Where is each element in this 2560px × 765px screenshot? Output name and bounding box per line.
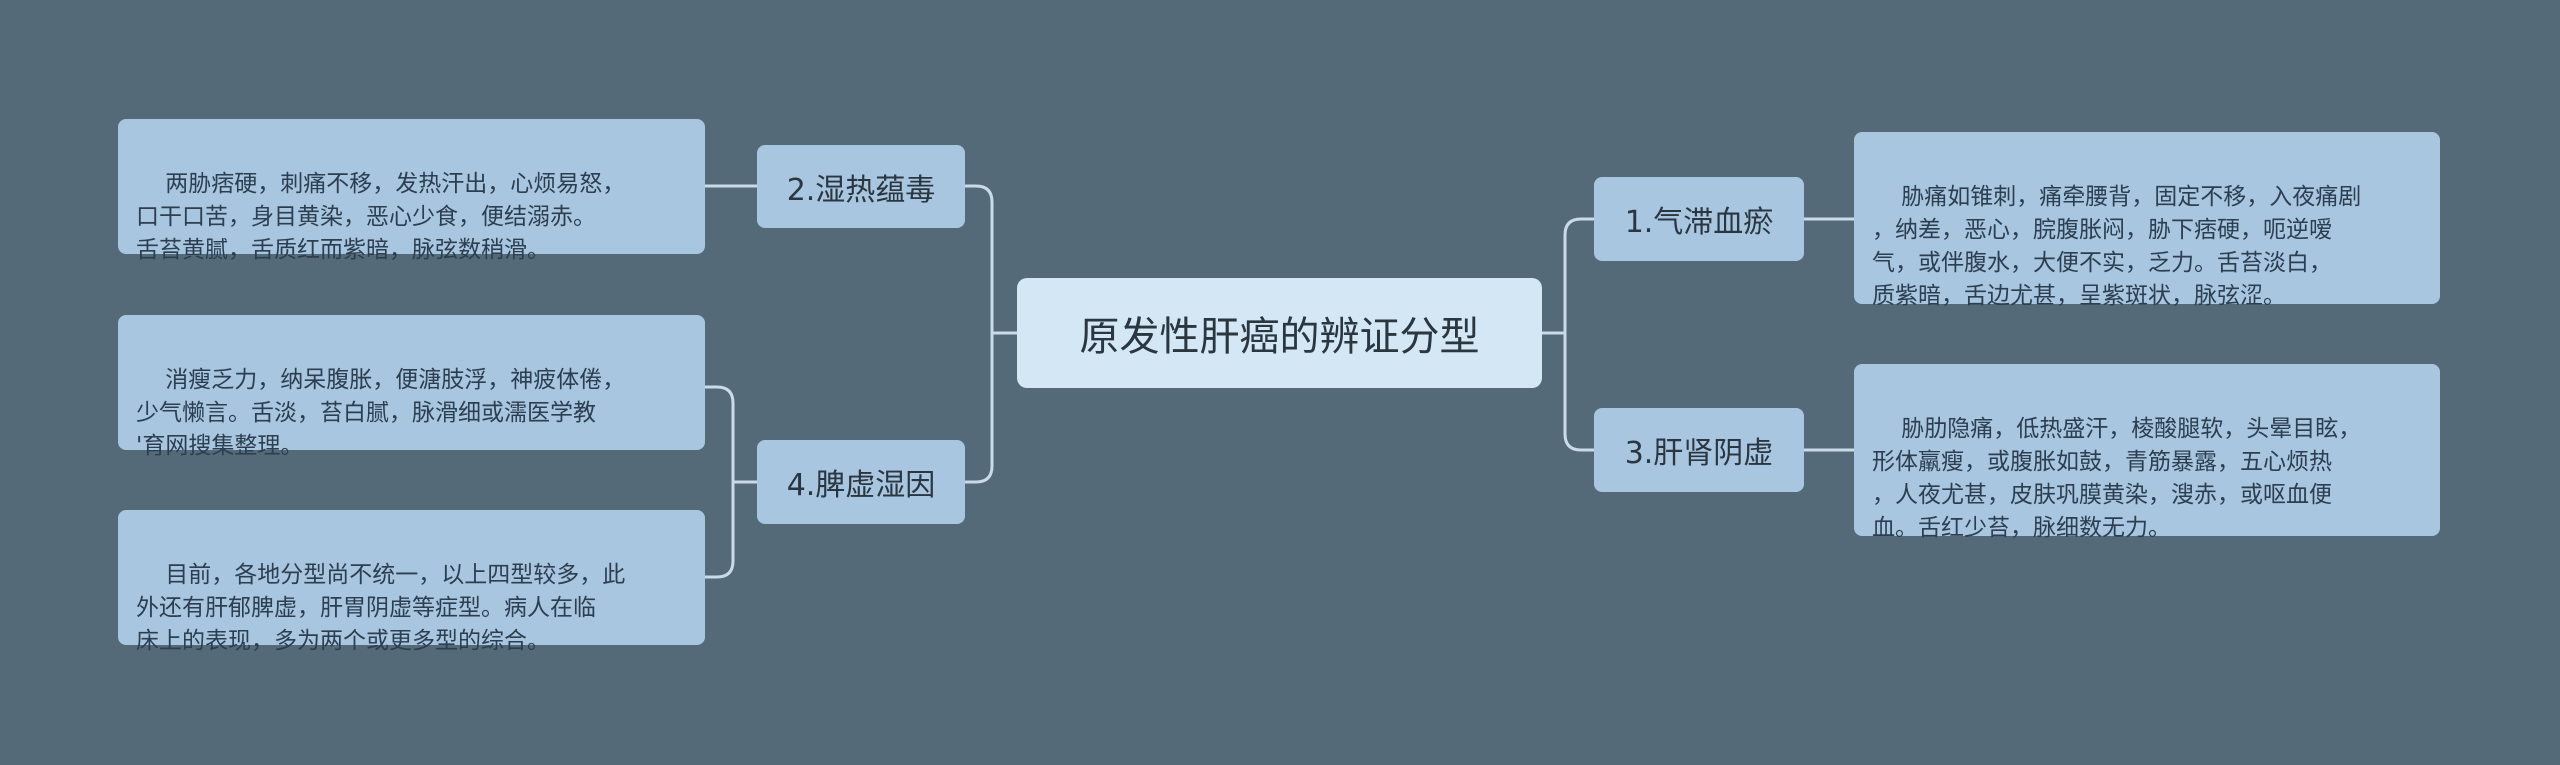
branch-pixu-shiyin[interactable]: 4.脾虚湿因 bbox=[757, 440, 965, 524]
link-b4-l4b bbox=[705, 482, 735, 579]
leaf-shire-yundu-detail[interactable]: 两胁痞硬，刺痛不移，发热汗出，心烦易怒， 口干口苦，身目黄染，恶心少食，便结溺赤… bbox=[118, 119, 705, 263]
branch-label: 1.气滞血瘀 bbox=[1624, 205, 1774, 240]
leaf-ganshen-yinxu-detail[interactable]: 胁肋隐痛，低热盛汗，棱酸腿软，头晕目眩， 形体羸瘦，或腹胀如鼓，青筋暴露，五心烦… bbox=[1854, 364, 2440, 541]
branch-label: 3.肝肾阴虚 bbox=[1624, 436, 1774, 471]
leaf-text: 两胁痞硬，刺痛不移，发热汗出，心烦易怒， 口干口苦，身目黄染，恶心少食，便结溺赤… bbox=[136, 171, 626, 263]
branch-label: 2.湿热蕴毒 bbox=[786, 172, 936, 208]
leaf-text: 胁痛如锥刺，痛牵腰背，固定不移，入夜痛剧 ，纳差，恶心，脘腹胀闷，胁下痞硬，呃逆… bbox=[1872, 184, 2362, 309]
link-root-b1 bbox=[1563, 217, 1594, 333]
leaf-text: 消瘦乏力，纳呆腹胀，便溏肢浮，神疲体倦， 少气懒言。舌淡，苔白腻，脉滑细或濡医学… bbox=[136, 367, 626, 459]
link-root-b2 bbox=[965, 184, 994, 333]
link-b4-l4a bbox=[705, 385, 735, 482]
branch-label: 4.脾虚湿因 bbox=[786, 468, 936, 503]
leaf-qizhi-xueyu-detail[interactable]: 胁痛如锥刺，痛牵腰背，固定不移，入夜痛剧 ，纳差，恶心，脘腹胀闷，胁下痞硬，呃逆… bbox=[1854, 132, 2440, 309]
branch-ganshen-yinxu[interactable]: 3.肝肾阴虚 bbox=[1594, 408, 1804, 492]
link-root-b4 bbox=[965, 333, 994, 484]
leaf-text: 目前，各地分型尚不统一，以上四型较多，此 外还有肝郁脾虚，肝胃阴虚等症型。病人在… bbox=[136, 562, 626, 654]
leaf-pixu-shiyin-detail[interactable]: 消瘦乏力，纳呆腹胀，便溏肢浮，神疲体倦， 少气懒言。舌淡，苔白腻，脉滑细或濡医学… bbox=[118, 315, 705, 459]
root-topic[interactable]: 原发性肝癌的辨证分型 bbox=[1017, 278, 1542, 388]
leaf-general-note[interactable]: 目前，各地分型尚不统一，以上四型较多，此 外还有肝郁脾虚，肝胃阴虚等症型。病人在… bbox=[118, 510, 705, 654]
link-root-b3 bbox=[1563, 333, 1594, 452]
branch-shire-yundu[interactable]: 2.湿热蕴毒 bbox=[757, 145, 965, 228]
branch-qizhi-xueyu[interactable]: 1.气滞血瘀 bbox=[1594, 177, 1804, 261]
root-topic-label: 原发性肝癌的辨证分型 bbox=[1079, 314, 1480, 360]
leaf-text: 胁肋隐痛，低热盛汗，棱酸腿软，头晕目眩， 形体羸瘦，或腹胀如鼓，青筋暴露，五心烦… bbox=[1872, 416, 2362, 541]
